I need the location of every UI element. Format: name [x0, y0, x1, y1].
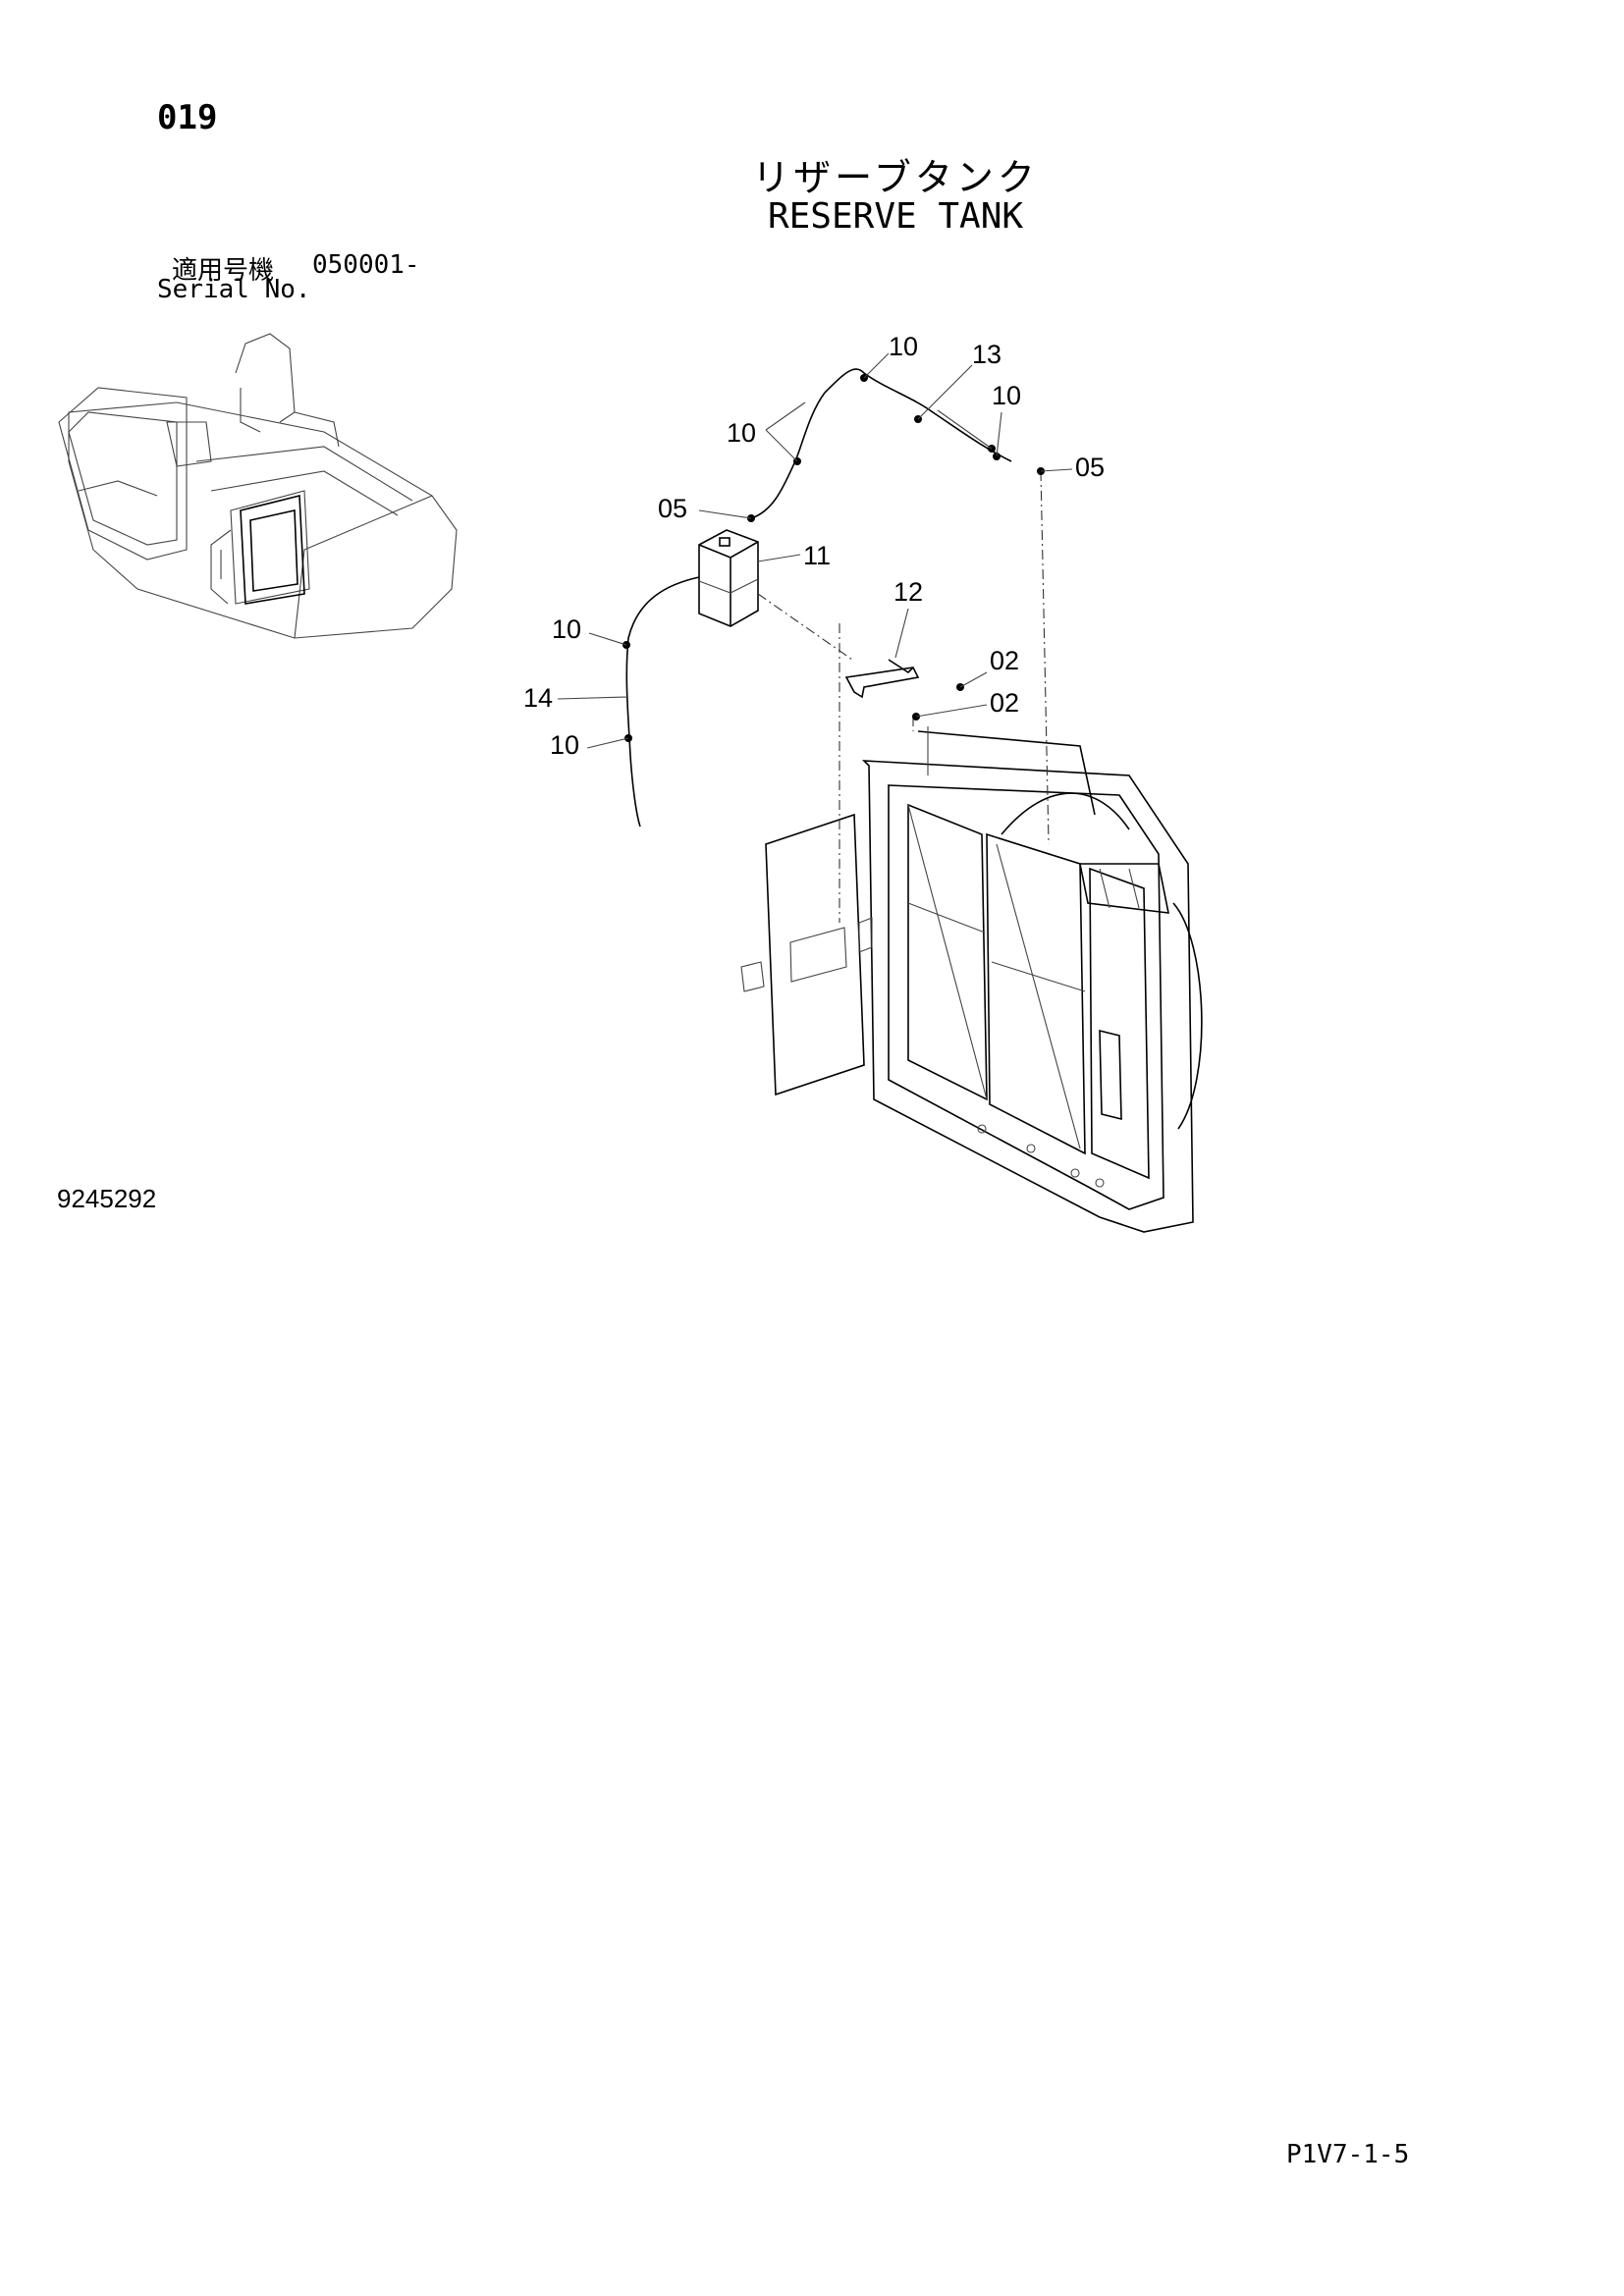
callout-number: 13 — [972, 340, 1001, 369]
callout-number: 12 — [893, 577, 923, 607]
hose-overflow — [625, 576, 700, 828]
page-title-en: RESERVE TANK — [767, 196, 1024, 237]
page-reference: P1V7-1-5 — [1286, 2140, 1410, 2169]
hose-upper-left — [750, 392, 826, 519]
callout-number: 10 — [889, 332, 918, 361]
section-number: 019 — [157, 98, 218, 137]
serial-value: 050001- — [312, 250, 420, 280]
page-title-jp: リザーブタンク — [752, 156, 1039, 199]
callout-number: 14 — [523, 683, 553, 713]
phantom-line — [757, 593, 853, 661]
callout-number: 02 — [990, 688, 1019, 718]
serial-label-en: Serial No. — [157, 275, 311, 304]
radiator-assembly-icon — [740, 726, 1203, 1233]
callout-number: 10 — [727, 418, 756, 448]
callout-number: 10 — [552, 614, 581, 644]
reserve-tank-icon — [698, 529, 759, 627]
bracket-tab — [888, 659, 914, 674]
callout-number: 10 — [550, 730, 579, 760]
callout-number: 11 — [803, 541, 831, 570]
drawing-number: 9245292 — [57, 1184, 157, 1213]
serial-label-jp: 適用号機 — [172, 256, 275, 286]
callout-number: 05 — [1075, 453, 1105, 482]
callout-number: 05 — [658, 494, 687, 523]
callout-number: 02 — [990, 646, 1019, 675]
phantom-line — [1040, 470, 1050, 845]
callout-number: 10 — [992, 381, 1021, 410]
excavator-locator-icon — [58, 333, 458, 639]
hose-upper — [824, 368, 1012, 462]
